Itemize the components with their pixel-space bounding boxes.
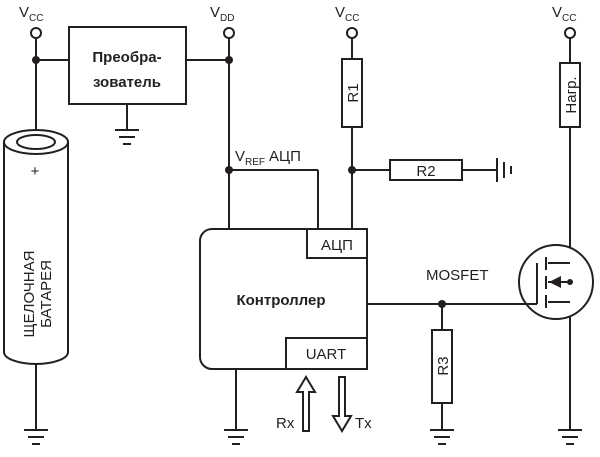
battery-label: ЩЕЛОЧНАЯБАТАРЕЯ: [21, 251, 55, 338]
resistor-r2: R2: [389, 159, 463, 181]
vdd-v: V: [210, 4, 220, 21]
uart-port: [285, 337, 368, 370]
vcc-right-v: V: [552, 4, 562, 21]
vcc-mid-sub: CC: [345, 13, 359, 24]
mosfet-label: MOSFET: [426, 267, 489, 284]
converter-block: Преобра- зователь: [68, 26, 187, 105]
controller-title: Контроллер: [236, 292, 325, 309]
battery: + ЩЕЛОЧНАЯБАТАРЕЯ: [3, 129, 69, 365]
junction-vdd-top: [225, 56, 233, 64]
battery-plus-sign: +: [31, 163, 40, 180]
svg-text:VCC: VCC: [552, 4, 576, 24]
adc-port: [306, 228, 368, 259]
ground-icon: [430, 429, 454, 445]
r2-label: R2: [416, 163, 435, 180]
wires-middle: [228, 38, 497, 229]
load-resistor: Нагр.: [559, 62, 581, 128]
vdd-sub: DD: [220, 13, 234, 24]
ground-icon: [558, 429, 582, 445]
resistor-r1: R1: [341, 58, 363, 128]
resistor-r3: R3: [431, 329, 453, 404]
tx-label: Tx: [355, 415, 372, 432]
mosfet-symbol: [518, 244, 594, 320]
load-label: Нагр.: [563, 76, 580, 113]
uart-port-label: UART: [306, 346, 347, 363]
rx-arrow-icon: Rx: [276, 375, 317, 432]
junction-vref: [225, 166, 233, 174]
vcc-right-sub: CC: [562, 13, 576, 24]
adc-port-label: АЦП: [321, 237, 353, 254]
converter-label-line2: зователь: [93, 74, 161, 91]
vcc-left-v: V: [19, 4, 29, 21]
vdd-terminal: VDD: [210, 4, 235, 39]
controller-block: Контроллер АЦП UART: [199, 228, 368, 370]
junction-divider: [348, 166, 356, 174]
svg-text:VDD: VDD: [210, 4, 234, 24]
r1-label: R1: [345, 83, 362, 102]
tx-arrow-icon: Tx: [331, 376, 372, 433]
rx-label: Rx: [276, 415, 295, 432]
wires-left: [35, 38, 229, 430]
vcc-left-sub: CC: [29, 13, 43, 24]
vcc-terminal-right: VCC: [552, 4, 576, 39]
ground-icon: [24, 429, 48, 445]
svg-text:VCC: VCC: [335, 4, 359, 24]
converter-label-line1: Преобра-: [92, 49, 161, 66]
junction-vcc-left: [32, 56, 40, 64]
vcc-mid-v: V: [335, 4, 345, 21]
junction-gate: [438, 300, 446, 308]
ground-icon: [224, 429, 248, 445]
ground-icon: [496, 158, 512, 182]
r3-label: R3: [435, 356, 452, 375]
vcc-terminal-middle: VCC: [335, 4, 359, 39]
vcc-terminal-left: VCC: [19, 4, 43, 39]
ground-icon: [115, 129, 139, 145]
svg-text:VCC: VCC: [19, 4, 43, 24]
